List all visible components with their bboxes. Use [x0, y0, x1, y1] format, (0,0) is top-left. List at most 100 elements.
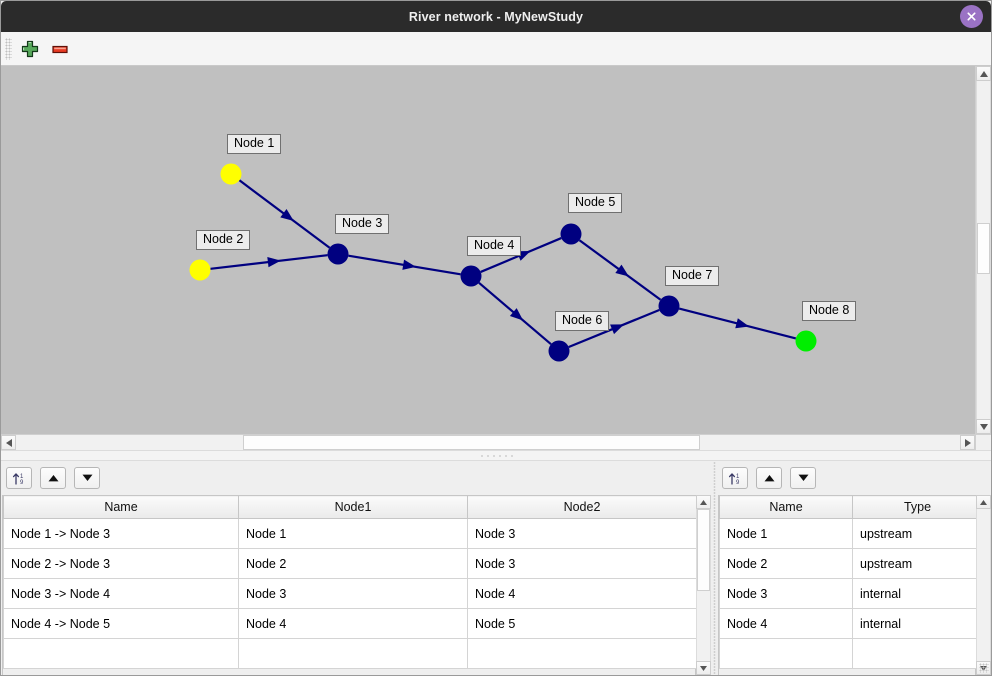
- splitter-grip-icon: [479, 453, 513, 458]
- branches-sort-button[interactable]: 1 9: [6, 467, 32, 489]
- sort-icon: 1 9: [728, 472, 740, 486]
- table-cell[interactable]: Node 2: [719, 548, 853, 579]
- branches-vertical-scrollbar[interactable]: [696, 495, 711, 675]
- scroll-down-button[interactable]: [976, 419, 991, 434]
- table-cell[interactable]: [238, 638, 468, 669]
- graph-node-label[interactable]: Node 6: [555, 311, 610, 332]
- graph-node[interactable]: [560, 223, 582, 245]
- branches-move-up-button[interactable]: [40, 467, 66, 489]
- table-cell[interactable]: [467, 638, 697, 669]
- graph-node[interactable]: [795, 330, 817, 352]
- table-row-empty[interactable]: [3, 638, 697, 669]
- table-cell[interactable]: upstream: [852, 518, 983, 549]
- graph-node-label[interactable]: Node 5: [568, 193, 623, 214]
- branches-scroll-down-button[interactable]: [696, 661, 711, 675]
- graph-horizontal-scrollbar[interactable]: [1, 434, 975, 450]
- graph-hscroll-track[interactable]: [16, 435, 960, 450]
- triangle-down-icon: [798, 474, 808, 481]
- table-cell[interactable]: Node 2 -> Node 3: [3, 548, 239, 579]
- table-cell[interactable]: Node 1: [719, 518, 853, 549]
- svg-text:9: 9: [736, 480, 740, 486]
- table-cell[interactable]: Node 4 -> Node 5: [3, 608, 239, 639]
- nodes-sort-button[interactable]: 1 9: [722, 467, 748, 489]
- table-cell[interactable]: Node 1: [238, 518, 468, 549]
- river-network-graph[interactable]: Node 1 Node 2 Node 3 Node 4 Node 5 Node 6 Node…: [1, 66, 975, 434]
- tables-splitter[interactable]: [711, 461, 717, 675]
- graph-node[interactable]: [189, 259, 211, 281]
- graph-node-label[interactable]: Node 7: [665, 266, 720, 287]
- scroll-up-button[interactable]: [976, 66, 991, 81]
- nodes-vertical-scrollbar[interactable]: [976, 495, 991, 675]
- scroll-right-button[interactable]: [960, 435, 975, 450]
- graph-node-label[interactable]: Node 8: [802, 301, 857, 322]
- table-cell[interactable]: Node 4: [238, 608, 468, 639]
- column-header[interactable]: Type: [852, 495, 983, 519]
- table-cell[interactable]: Node 3: [467, 548, 697, 579]
- graph-vertical-scrollbar[interactable]: [975, 66, 991, 434]
- table-cell[interactable]: [852, 638, 983, 669]
- column-header[interactable]: Name: [3, 495, 239, 519]
- graph-node-label[interactable]: Node 1: [227, 134, 282, 155]
- table-cell[interactable]: Node 1 -> Node 3: [3, 518, 239, 549]
- graph-node[interactable]: [460, 265, 482, 287]
- triangle-up-icon: [764, 475, 774, 482]
- graph-vscroll-track[interactable]: [976, 81, 991, 419]
- branches-move-down-button[interactable]: [74, 467, 100, 489]
- graph-node[interactable]: [220, 163, 242, 185]
- table-cell[interactable]: Node 3: [719, 578, 853, 609]
- scroll-left-button[interactable]: [1, 435, 16, 450]
- branches-scroll-up-button[interactable]: [696, 495, 711, 509]
- nodes-vscroll-track[interactable]: [976, 509, 991, 661]
- table-cell[interactable]: upstream: [852, 548, 983, 579]
- table-cell[interactable]: Node 3: [238, 578, 468, 609]
- graph-node[interactable]: [658, 295, 680, 317]
- graph-edge-arrow-icon: [402, 259, 417, 270]
- column-header[interactable]: Name: [719, 495, 853, 519]
- close-button[interactable]: [960, 5, 983, 28]
- column-header[interactable]: Node1: [238, 495, 468, 519]
- table-cell[interactable]: Node 3 -> Node 4: [3, 578, 239, 609]
- column-header[interactable]: Node2: [467, 495, 697, 519]
- graph-hscroll-thumb[interactable]: [242, 435, 701, 450]
- table-cell[interactable]: Node 5: [467, 608, 697, 639]
- table-cell[interactable]: [3, 638, 239, 669]
- graph-node[interactable]: [327, 243, 349, 265]
- graph-node-label[interactable]: Node 2: [196, 230, 251, 251]
- graph-vscroll-thumb[interactable]: [977, 222, 990, 274]
- nodes-scroll-up-button[interactable]: [976, 495, 991, 509]
- graph-node-label[interactable]: Node 3: [335, 214, 390, 235]
- delete-node-button[interactable]: [45, 35, 75, 63]
- toolbar-grip[interactable]: [5, 37, 12, 60]
- triangle-up-icon: [700, 499, 707, 505]
- table-cell[interactable]: Node 4: [467, 578, 697, 609]
- table-row-empty[interactable]: [719, 638, 983, 669]
- table-cell[interactable]: Node 2: [238, 548, 468, 579]
- graph-node-label[interactable]: Node 4: [467, 236, 522, 257]
- table-cell[interactable]: internal: [852, 578, 983, 609]
- table-cell[interactable]: Node 4: [719, 608, 853, 639]
- title-bar: River network - MyNewStudy: [1, 1, 991, 32]
- window-resize-grip[interactable]: [979, 663, 989, 673]
- table-cell[interactable]: internal: [852, 608, 983, 639]
- add-node-button[interactable]: [15, 35, 45, 63]
- branches-vscroll-thumb[interactable]: [697, 509, 710, 592]
- graph-node[interactable]: [548, 340, 570, 362]
- table-cell[interactable]: Node 3: [467, 518, 697, 549]
- nodes-move-down-button[interactable]: [790, 467, 816, 489]
- nodes-move-up-button[interactable]: [756, 467, 782, 489]
- plus-icon: [21, 40, 39, 57]
- branches-vscroll-track[interactable]: [696, 509, 711, 661]
- table-cell[interactable]: [719, 638, 853, 669]
- pane-splitter[interactable]: [1, 450, 991, 461]
